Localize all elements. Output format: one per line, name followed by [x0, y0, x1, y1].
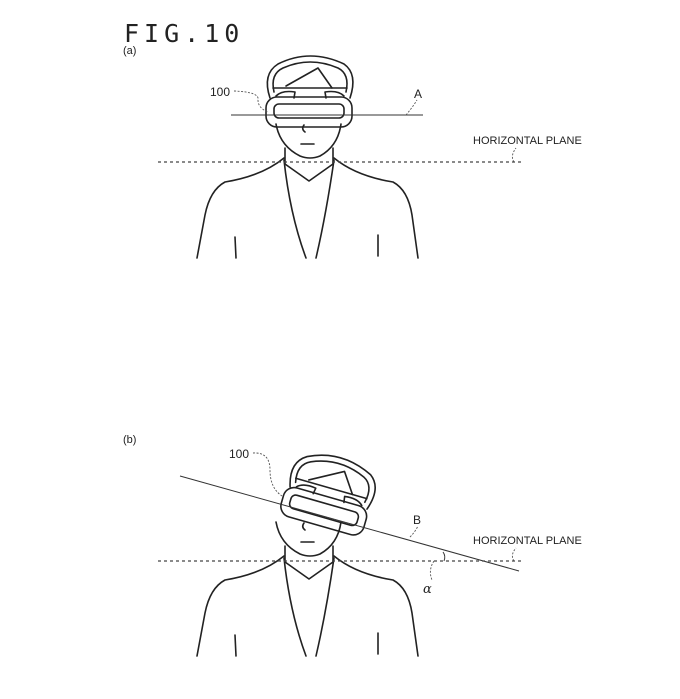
panel-b: (b) B 100 HORIZONTAL PLANE α: [123, 434, 582, 657]
horizontal-plane-label: HORIZONTAL PLANE: [473, 535, 582, 547]
axis-b-leader: [409, 525, 419, 538]
angle-alpha-label: α: [423, 582, 432, 597]
person-body: [196, 545, 419, 657]
axis-line-b: [179, 475, 520, 572]
axis-b-label: B: [413, 513, 421, 527]
head-mounted-display: [265, 55, 354, 128]
person-body: [196, 147, 419, 259]
panel-a-label: (a): [123, 45, 136, 57]
plane-leader: [511, 547, 517, 562]
device-ref-leader: [252, 452, 283, 497]
angle-leader: [429, 560, 435, 581]
figure-title: FIG.10: [124, 19, 244, 48]
device-ref-leader: [233, 90, 269, 113]
axis-a-label: A: [414, 87, 422, 101]
angle-arc: [442, 551, 446, 562]
head-mounted-display-tilted: [277, 444, 383, 539]
horizontal-plane-label: HORIZONTAL PLANE: [473, 135, 582, 147]
plane-leader: [511, 147, 517, 163]
panel-b-label: (b): [123, 434, 136, 446]
axis-a-leader: [405, 99, 418, 116]
device-ref-label: 100: [229, 447, 249, 461]
panel-a: (a) A 100 HORIZONTAL PLANE: [123, 45, 582, 259]
device-ref-label: 100: [210, 85, 230, 99]
